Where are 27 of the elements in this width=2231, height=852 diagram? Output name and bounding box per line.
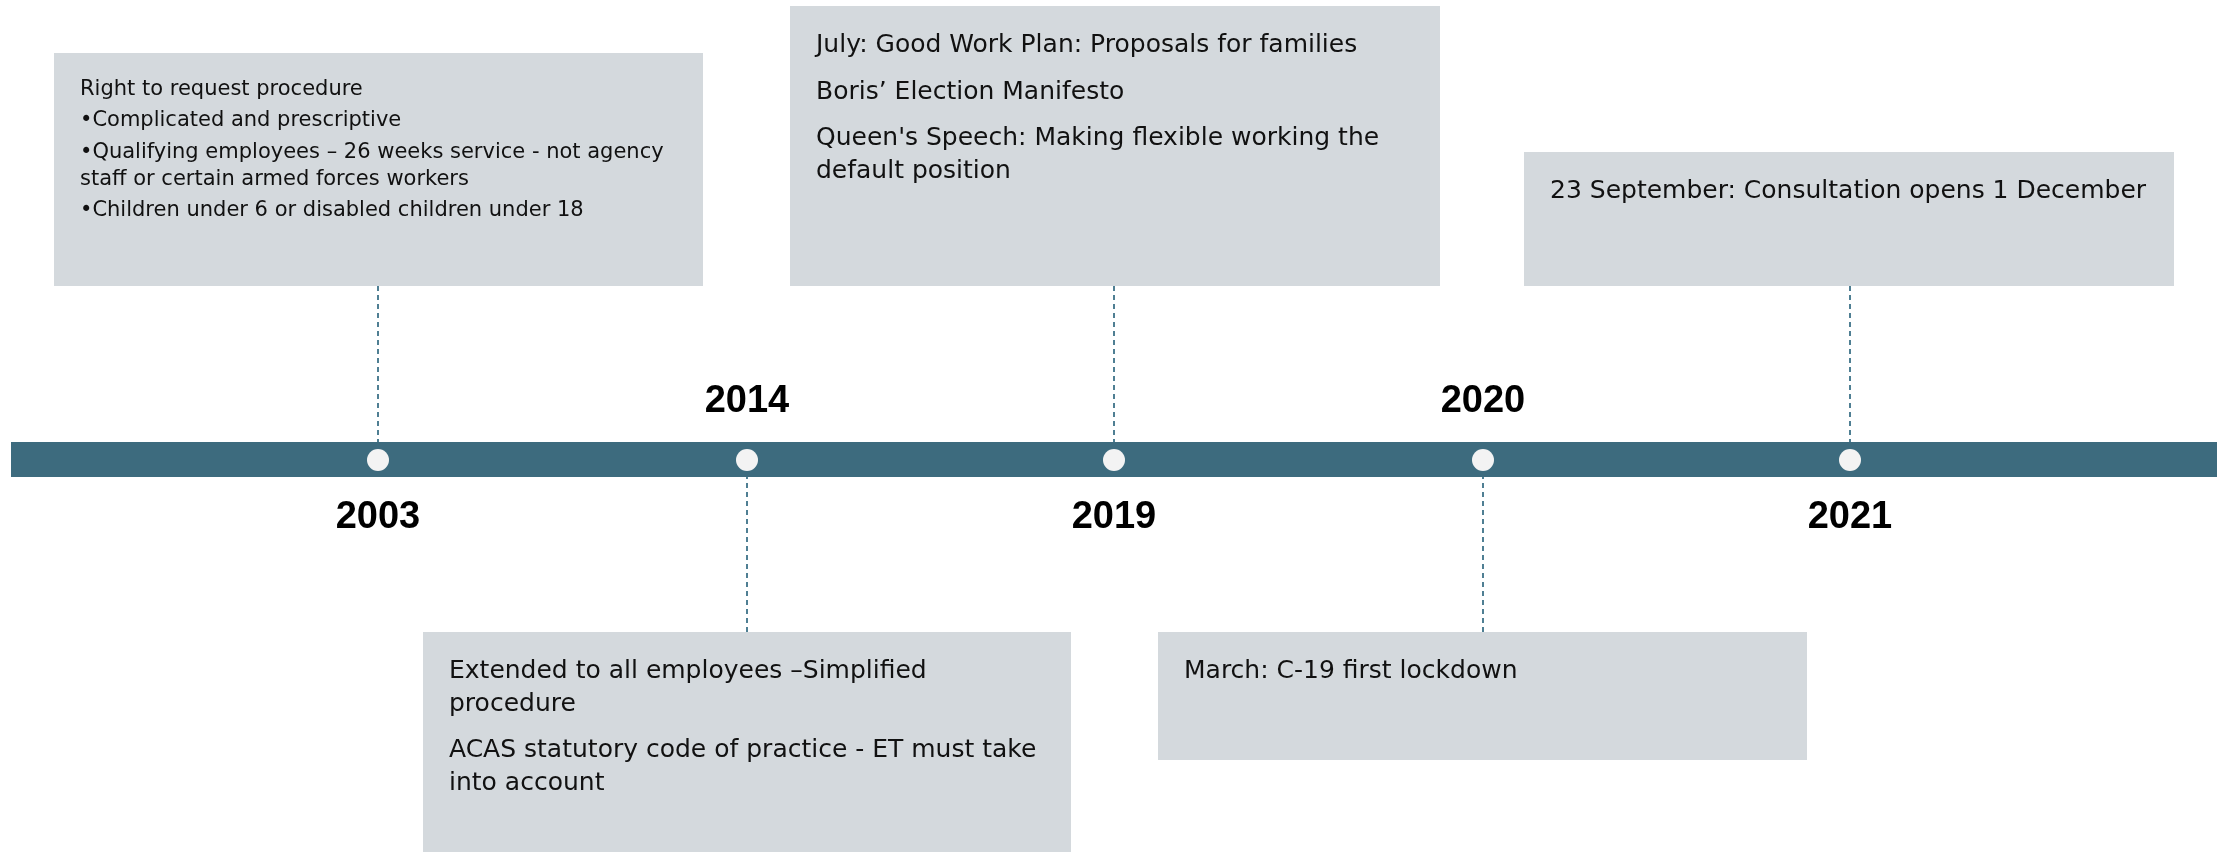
text-box [790,6,1440,286]
bullet-item: •Children under 6 or disabled children under 18 [80,196,585,224]
box-text: 23 September: Consultation opens 1 December [1550,174,2148,206]
box-text: Extended to all employees –Simplified procedure [449,654,928,719]
timeline-bar [11,442,2217,477]
timeline-dot [367,448,389,471]
text-box [54,53,703,286]
timeline-dot [1103,448,1125,471]
year-label: 2014 [703,378,791,421]
box-text: July: Good Work Plan: Proposals for families [816,28,1359,60]
timeline-dot [1839,448,1861,471]
bullet-item: •Complicated and prescriptive [80,106,403,134]
text-box [1524,152,2174,286]
year-label: 2020 [1439,378,1527,421]
year-label: 2003 [334,494,422,537]
box-text: March: C-19 first lockdown [1184,654,1519,686]
year-label: 2021 [1806,494,1894,537]
box-text: Queen's Speech: Making flexible working the default position [816,121,1381,186]
year-label: 2019 [1070,494,1158,537]
box-heading: Right to request procedure [80,75,364,102]
timeline-dot [1472,448,1494,471]
box-text: Boris’ Election Manifesto [816,74,1126,107]
box-text: ACAS statutory code of practice - ET must take into account [449,733,1038,798]
timeline-dot [736,448,758,471]
text-box [1158,632,1807,760]
bullet-item: •Qualifying employees – 26 weeks service - not agency staff or certain armed forces workers [80,137,665,192]
text-box [423,632,1071,852]
